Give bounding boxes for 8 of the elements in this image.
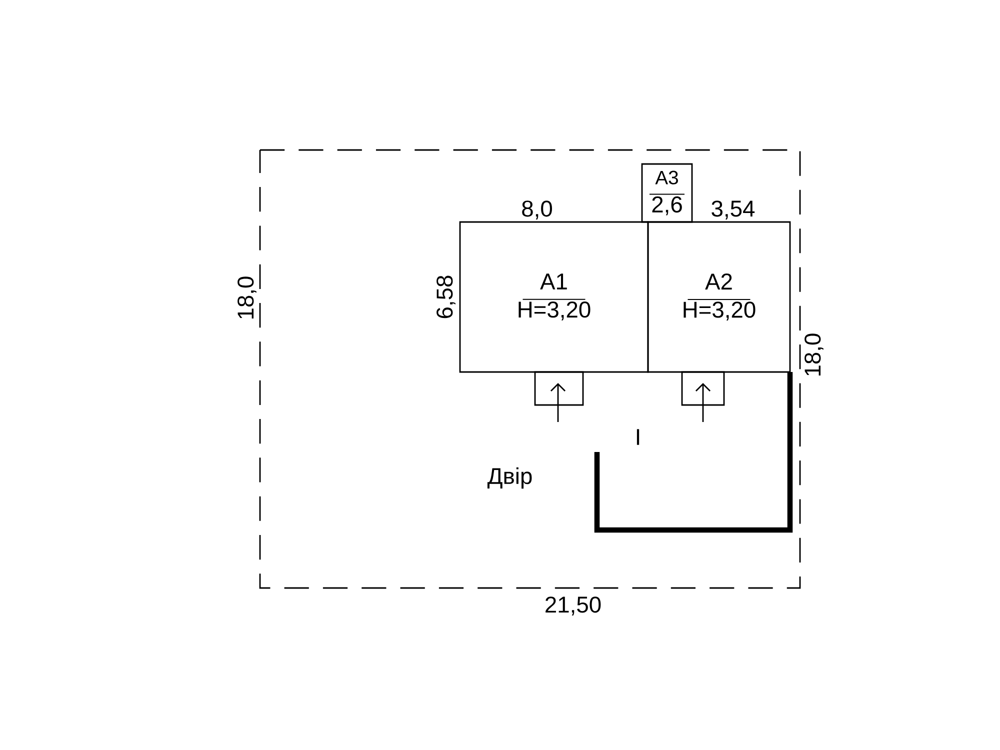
annex-box: A3 2,6 — [641, 163, 693, 223]
area-label: Двір — [487, 467, 532, 489]
dimension-label: 18,0 — [238, 276, 256, 318]
dimension-label: 21,50 — [546, 596, 601, 616]
dimension-label: 3,54 — [712, 200, 755, 220]
room-box: A1 H=3,20 — [459, 221, 649, 373]
section-label: I — [636, 429, 640, 445]
room-box: A2 H=3,20 — [647, 221, 791, 373]
